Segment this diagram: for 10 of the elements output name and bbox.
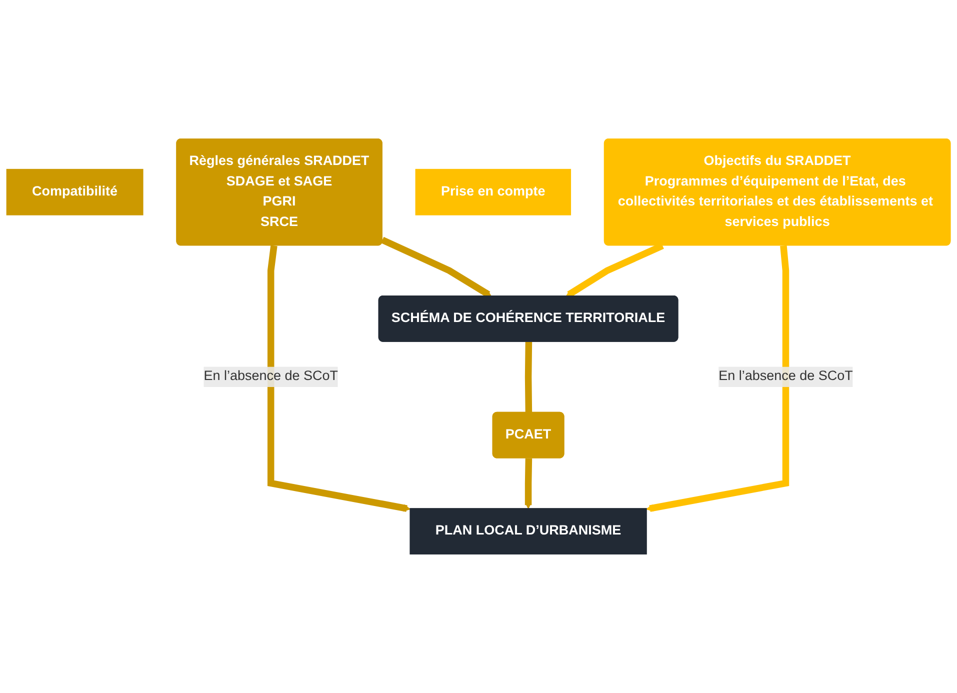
edge-label: En l’absence de SCoT: [204, 369, 338, 384]
arrow: [646, 245, 790, 512]
arrow: [524, 458, 532, 509]
node-box: Compatibilité: [6, 168, 144, 216]
node-box: Prise en compte: [415, 168, 572, 216]
arrow: [267, 245, 410, 512]
node-box: PLAN LOCAL D’URBANISME: [410, 508, 647, 554]
arrow: [380, 236, 492, 298]
edge-label: En l’absence de SCoT: [718, 369, 853, 384]
connector: [524, 342, 532, 413]
